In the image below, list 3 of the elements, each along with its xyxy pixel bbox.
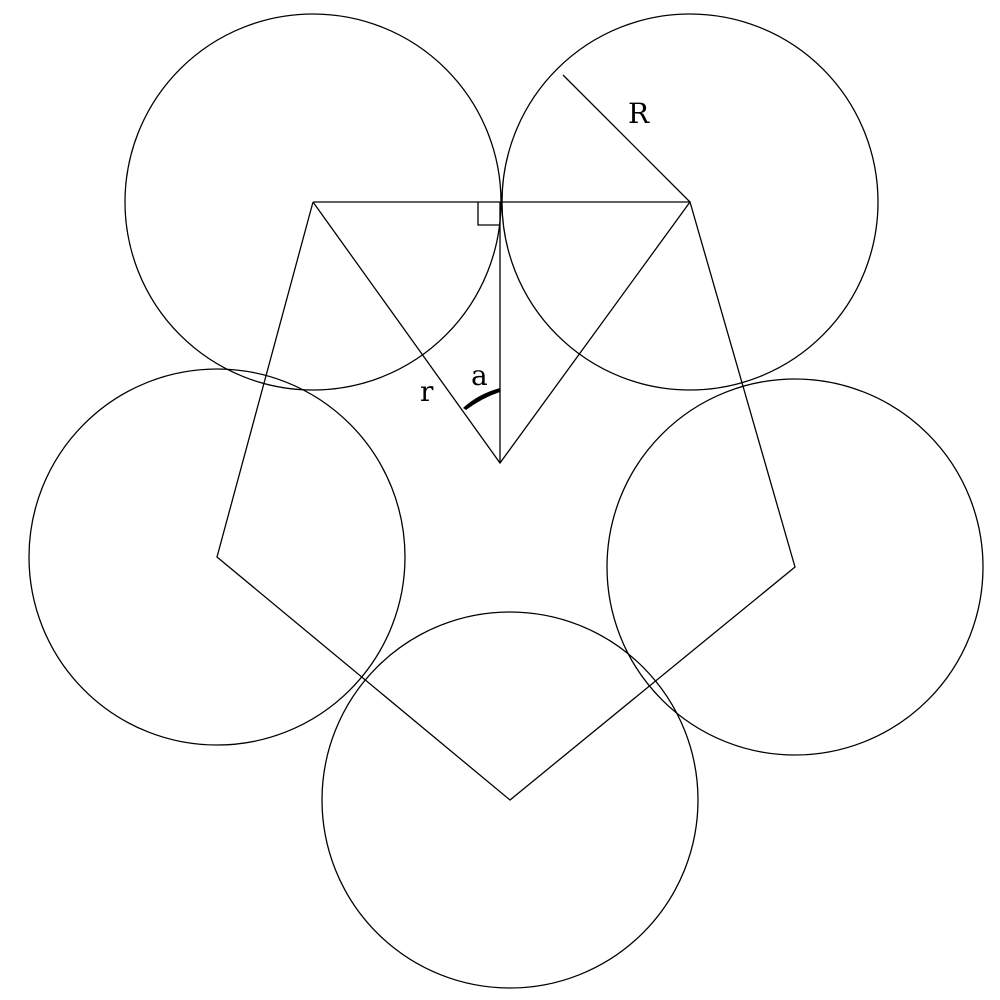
geometry-label: r [420, 378, 434, 406]
geometry-label: R [628, 100, 650, 128]
geometry-label: a [471, 362, 488, 390]
